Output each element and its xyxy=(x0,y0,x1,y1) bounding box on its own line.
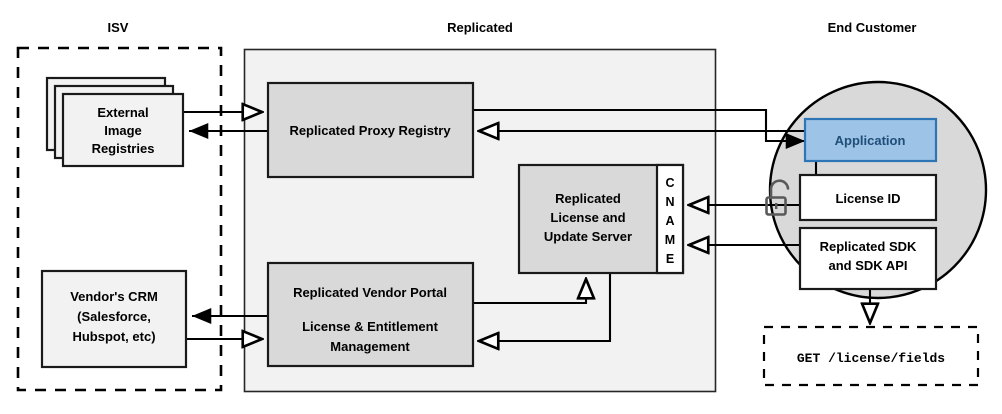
connector-vendorportal-to-licenseserver xyxy=(473,279,586,305)
replicated-vendor-portal-line-3: Management xyxy=(330,339,410,354)
zone-end-customer-label: End Customer xyxy=(828,20,917,35)
license-update-server-line-2: License and xyxy=(550,210,625,225)
license-update-server-line-1: Replicated xyxy=(555,191,621,206)
license-id-label: License ID xyxy=(835,191,900,206)
cname-letter-c: C xyxy=(665,176,674,190)
node-api-call[interactable]: GET /license/fields xyxy=(762,325,980,387)
zone-isv-label: ISV xyxy=(108,20,129,35)
vendors-crm-line-2: (Salesforce, xyxy=(77,309,151,324)
api-call-label: GET /license/fields xyxy=(797,351,945,366)
vendors-crm-line-1: Vendor's CRM xyxy=(70,289,158,304)
replicated-vendor-portal-line-2: License & Entitlement xyxy=(302,319,438,334)
external-image-registries-front xyxy=(61,92,185,168)
license-id-box xyxy=(798,173,938,222)
node-replicated-proxy-registry[interactable]: Replicated Proxy Registry xyxy=(266,81,475,179)
unlock-icon xyxy=(765,179,790,216)
unlock-icon-keyhole xyxy=(775,203,778,209)
replicated-proxy-registry-box xyxy=(266,81,475,179)
api-call-frame xyxy=(762,325,980,387)
node-replicated-license-update-server[interactable]: Replicated License and Update Server C N… xyxy=(517,163,685,275)
connector-licenseserver-to-vendorportal xyxy=(479,273,612,341)
external-image-registries-line-2: Image xyxy=(104,123,142,138)
license-update-server-box xyxy=(517,163,685,275)
vendors-crm-box xyxy=(40,269,188,369)
node-vendors-crm[interactable]: Vendor's CRM (Salesforce, Hubspot, etc) xyxy=(40,269,188,369)
node-external-image-registries[interactable]: External Image Registries xyxy=(45,76,185,168)
cname-letter-e: E xyxy=(666,252,674,266)
replicated-sdk-box xyxy=(798,226,938,291)
node-replicated-sdk[interactable]: Replicated SDK and SDK API xyxy=(798,226,938,291)
license-update-server-line-3: Update Server xyxy=(544,229,632,244)
replicated-sdk-line-1: Replicated SDK xyxy=(820,239,917,254)
unlock-icon-body xyxy=(765,196,787,216)
connector-proxy-to-application xyxy=(473,108,805,149)
node-license-id[interactable]: License ID xyxy=(798,173,938,222)
cname-letter-m: M xyxy=(665,233,675,247)
external-image-registries-line-3: Registries xyxy=(92,141,155,156)
zone-isv: ISV xyxy=(16,20,223,392)
application-label: Application xyxy=(835,133,906,148)
replicated-vendor-portal-line-1: Replicated Vendor Portal xyxy=(293,285,447,300)
external-image-registries-line-1: External xyxy=(97,105,148,120)
replicated-sdk-line-2: and SDK API xyxy=(829,258,908,273)
application-box xyxy=(803,117,938,163)
node-application[interactable]: Application xyxy=(803,117,938,163)
replicated-vendor-portal-box xyxy=(266,261,475,368)
cname-column xyxy=(655,163,685,275)
vendors-crm-line-3: Hubspot, etc) xyxy=(72,329,155,344)
replicated-proxy-registry-label: Replicated Proxy Registry xyxy=(289,123,451,138)
cname-letter-a: A xyxy=(665,214,674,228)
cname-letter-n: N xyxy=(665,195,674,209)
zone-isv-frame xyxy=(16,46,223,392)
node-replicated-vendor-portal[interactable]: Replicated Vendor Portal License & Entit… xyxy=(266,261,475,368)
zone-replicated-label: Replicated xyxy=(447,20,513,35)
